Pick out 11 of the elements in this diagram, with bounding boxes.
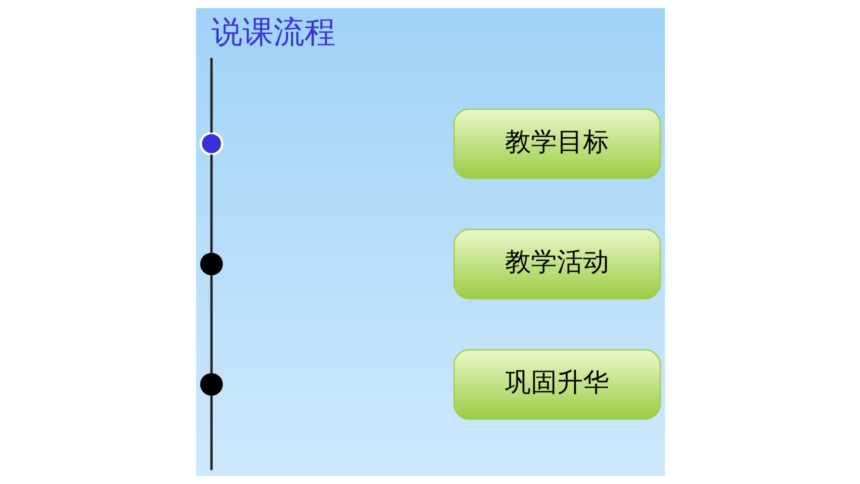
node-box: 教学活动 bbox=[452, 228, 660, 300]
node-circle bbox=[199, 132, 223, 156]
diagram-title: 说课流程 bbox=[210, 14, 335, 50]
node-box: 教学目标 bbox=[452, 108, 660, 179]
connector bbox=[210, 274, 212, 374]
connector bbox=[210, 154, 212, 254]
node-box: 巩固升华 bbox=[452, 349, 660, 420]
node-circle bbox=[200, 252, 222, 276]
connector bbox=[210, 58, 212, 133]
node-circle bbox=[200, 373, 222, 396]
connector bbox=[210, 395, 212, 470]
